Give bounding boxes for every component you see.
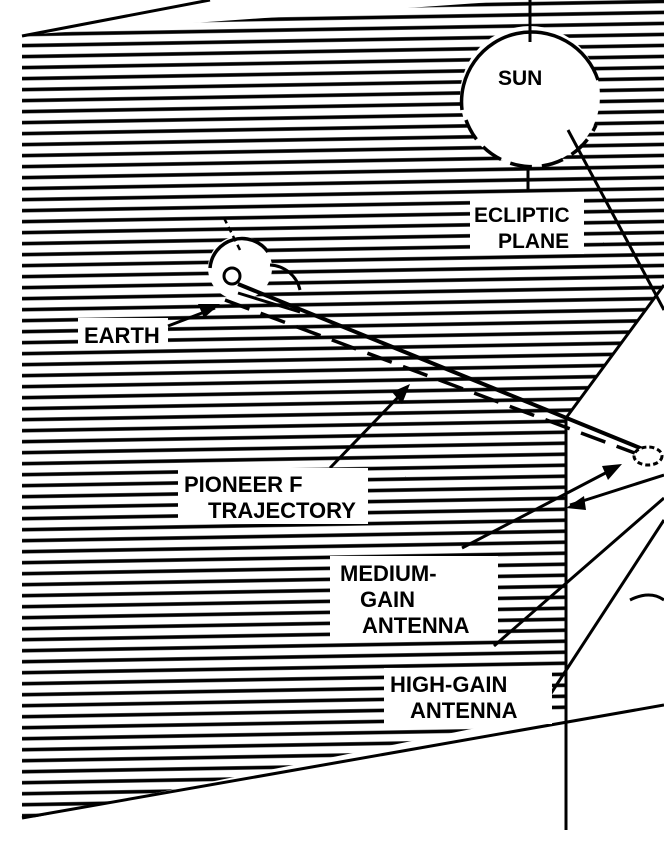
sun (459, 0, 600, 190)
pioneer-label-line1: PIONEER F (184, 472, 303, 497)
sun-direction-line (566, 129, 664, 311)
plane-bottom-edge (21, 703, 664, 820)
medium-gain-arrowhead (602, 464, 622, 480)
high-gain-label-bg (384, 668, 552, 724)
earth-label-bg (78, 318, 168, 348)
medium-gain-label-line2: GAIN (360, 587, 415, 612)
earth (208, 217, 302, 300)
medium-gain-label-bg (330, 556, 498, 640)
high-gain-leader-2 (546, 519, 664, 699)
plane-top-edge (21, 0, 211, 38)
cutaway-edge (564, 284, 664, 419)
ecliptic-label-bg (470, 198, 584, 254)
ecliptic-label-line1: ECLIPTIC (474, 204, 570, 227)
ecliptic-label-line2: PLANE (498, 230, 569, 253)
earth-label: EARTH (84, 323, 160, 348)
sun-label: SUN (498, 67, 542, 90)
trajectory-line-solid (237, 282, 646, 452)
medium-gain-label-line1: MEDIUM- (340, 561, 437, 586)
high-gain-leader-1 (493, 496, 664, 648)
high-gain-label-line1: HIGH-GAIN (390, 672, 507, 697)
earth-arrowhead (198, 304, 220, 318)
high-gain-label-line2: ANTENNA (410, 698, 518, 723)
pioneer-label-bg (178, 468, 368, 524)
pioneer-leader (328, 388, 407, 470)
trajectory-inner-dash (237, 291, 301, 314)
medium-gain-leader (461, 466, 616, 550)
pioneer-arrowhead (392, 384, 410, 404)
spacecraft (566, 445, 664, 602)
pioneer-label-line2: TRAJECTORY (208, 498, 356, 523)
medium-gain-label-line3: ANTENNA (362, 613, 470, 638)
cutaway-region (566, 285, 664, 718)
